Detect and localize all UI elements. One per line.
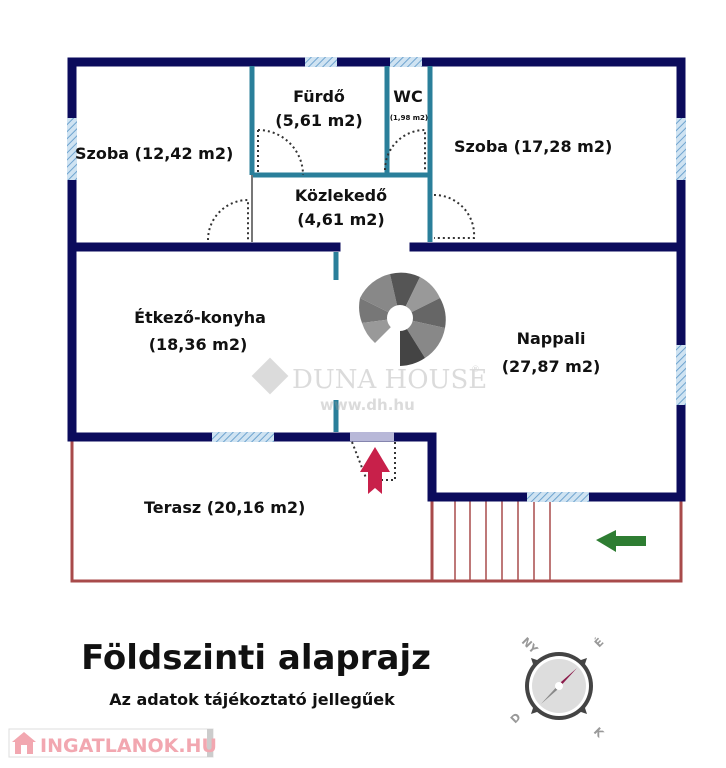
room-area-etkezo-konyha: (18,36 m2) (149, 335, 248, 354)
plan-title: Földszinti alaprajz (81, 638, 431, 678)
watermark-brand: DUNA HOUSE (292, 365, 487, 395)
room-area-kozlekedo: (4,61 m2) (297, 210, 384, 229)
watermark-url: www.dh.hu (320, 396, 415, 414)
logo-text: INGATLANOK.HU (40, 735, 217, 757)
terrace-steps (430, 500, 551, 580)
windows (67, 57, 686, 502)
room-area-furdo: (5,61 m2) (275, 111, 362, 130)
compass-k: K (591, 725, 607, 741)
spiral-staircase (359, 272, 446, 366)
entrance-arrow-icon (360, 447, 390, 494)
room-label-wc: WC (393, 87, 422, 106)
watermark-reg: ® (471, 365, 480, 375)
room-label-furdo: Fürdő (293, 87, 345, 106)
door-swings (207, 128, 476, 481)
room-area-wc: (1,98 m2) (390, 114, 428, 122)
inner-walls (249, 66, 433, 432)
duna-house-watermark: DUNA HOUSE ® www.dh.hu (251, 357, 487, 414)
room-area-nappali: (27,87 m2) (502, 357, 601, 376)
room-label-szoba-1: Szoba (12,42 m2) (75, 144, 233, 163)
outer-walls (67, 57, 686, 502)
terrace-outline (70, 440, 683, 583)
room-label-nappali: Nappali (517, 329, 586, 348)
compass-ny: NY (519, 635, 541, 657)
room-label-terasz: Terasz (20,16 m2) (144, 498, 305, 517)
terrace-entrance-arrow-icon (596, 530, 646, 552)
plan-subtitle: Az adatok tájékoztató jellegűek (109, 690, 395, 709)
room-label-etkezo-konyha: Étkező-konyha (134, 308, 266, 327)
compass-icon: NY É D K (508, 635, 607, 741)
compass-e: É (592, 636, 607, 651)
compass-d: D (508, 710, 524, 726)
ingatlanok-logo: INGATLANOK.HU (8, 728, 217, 758)
room-label-szoba-2: Szoba (17,28 m2) (454, 137, 612, 156)
room-label-kozlekedo: Közlekedő (295, 186, 387, 205)
